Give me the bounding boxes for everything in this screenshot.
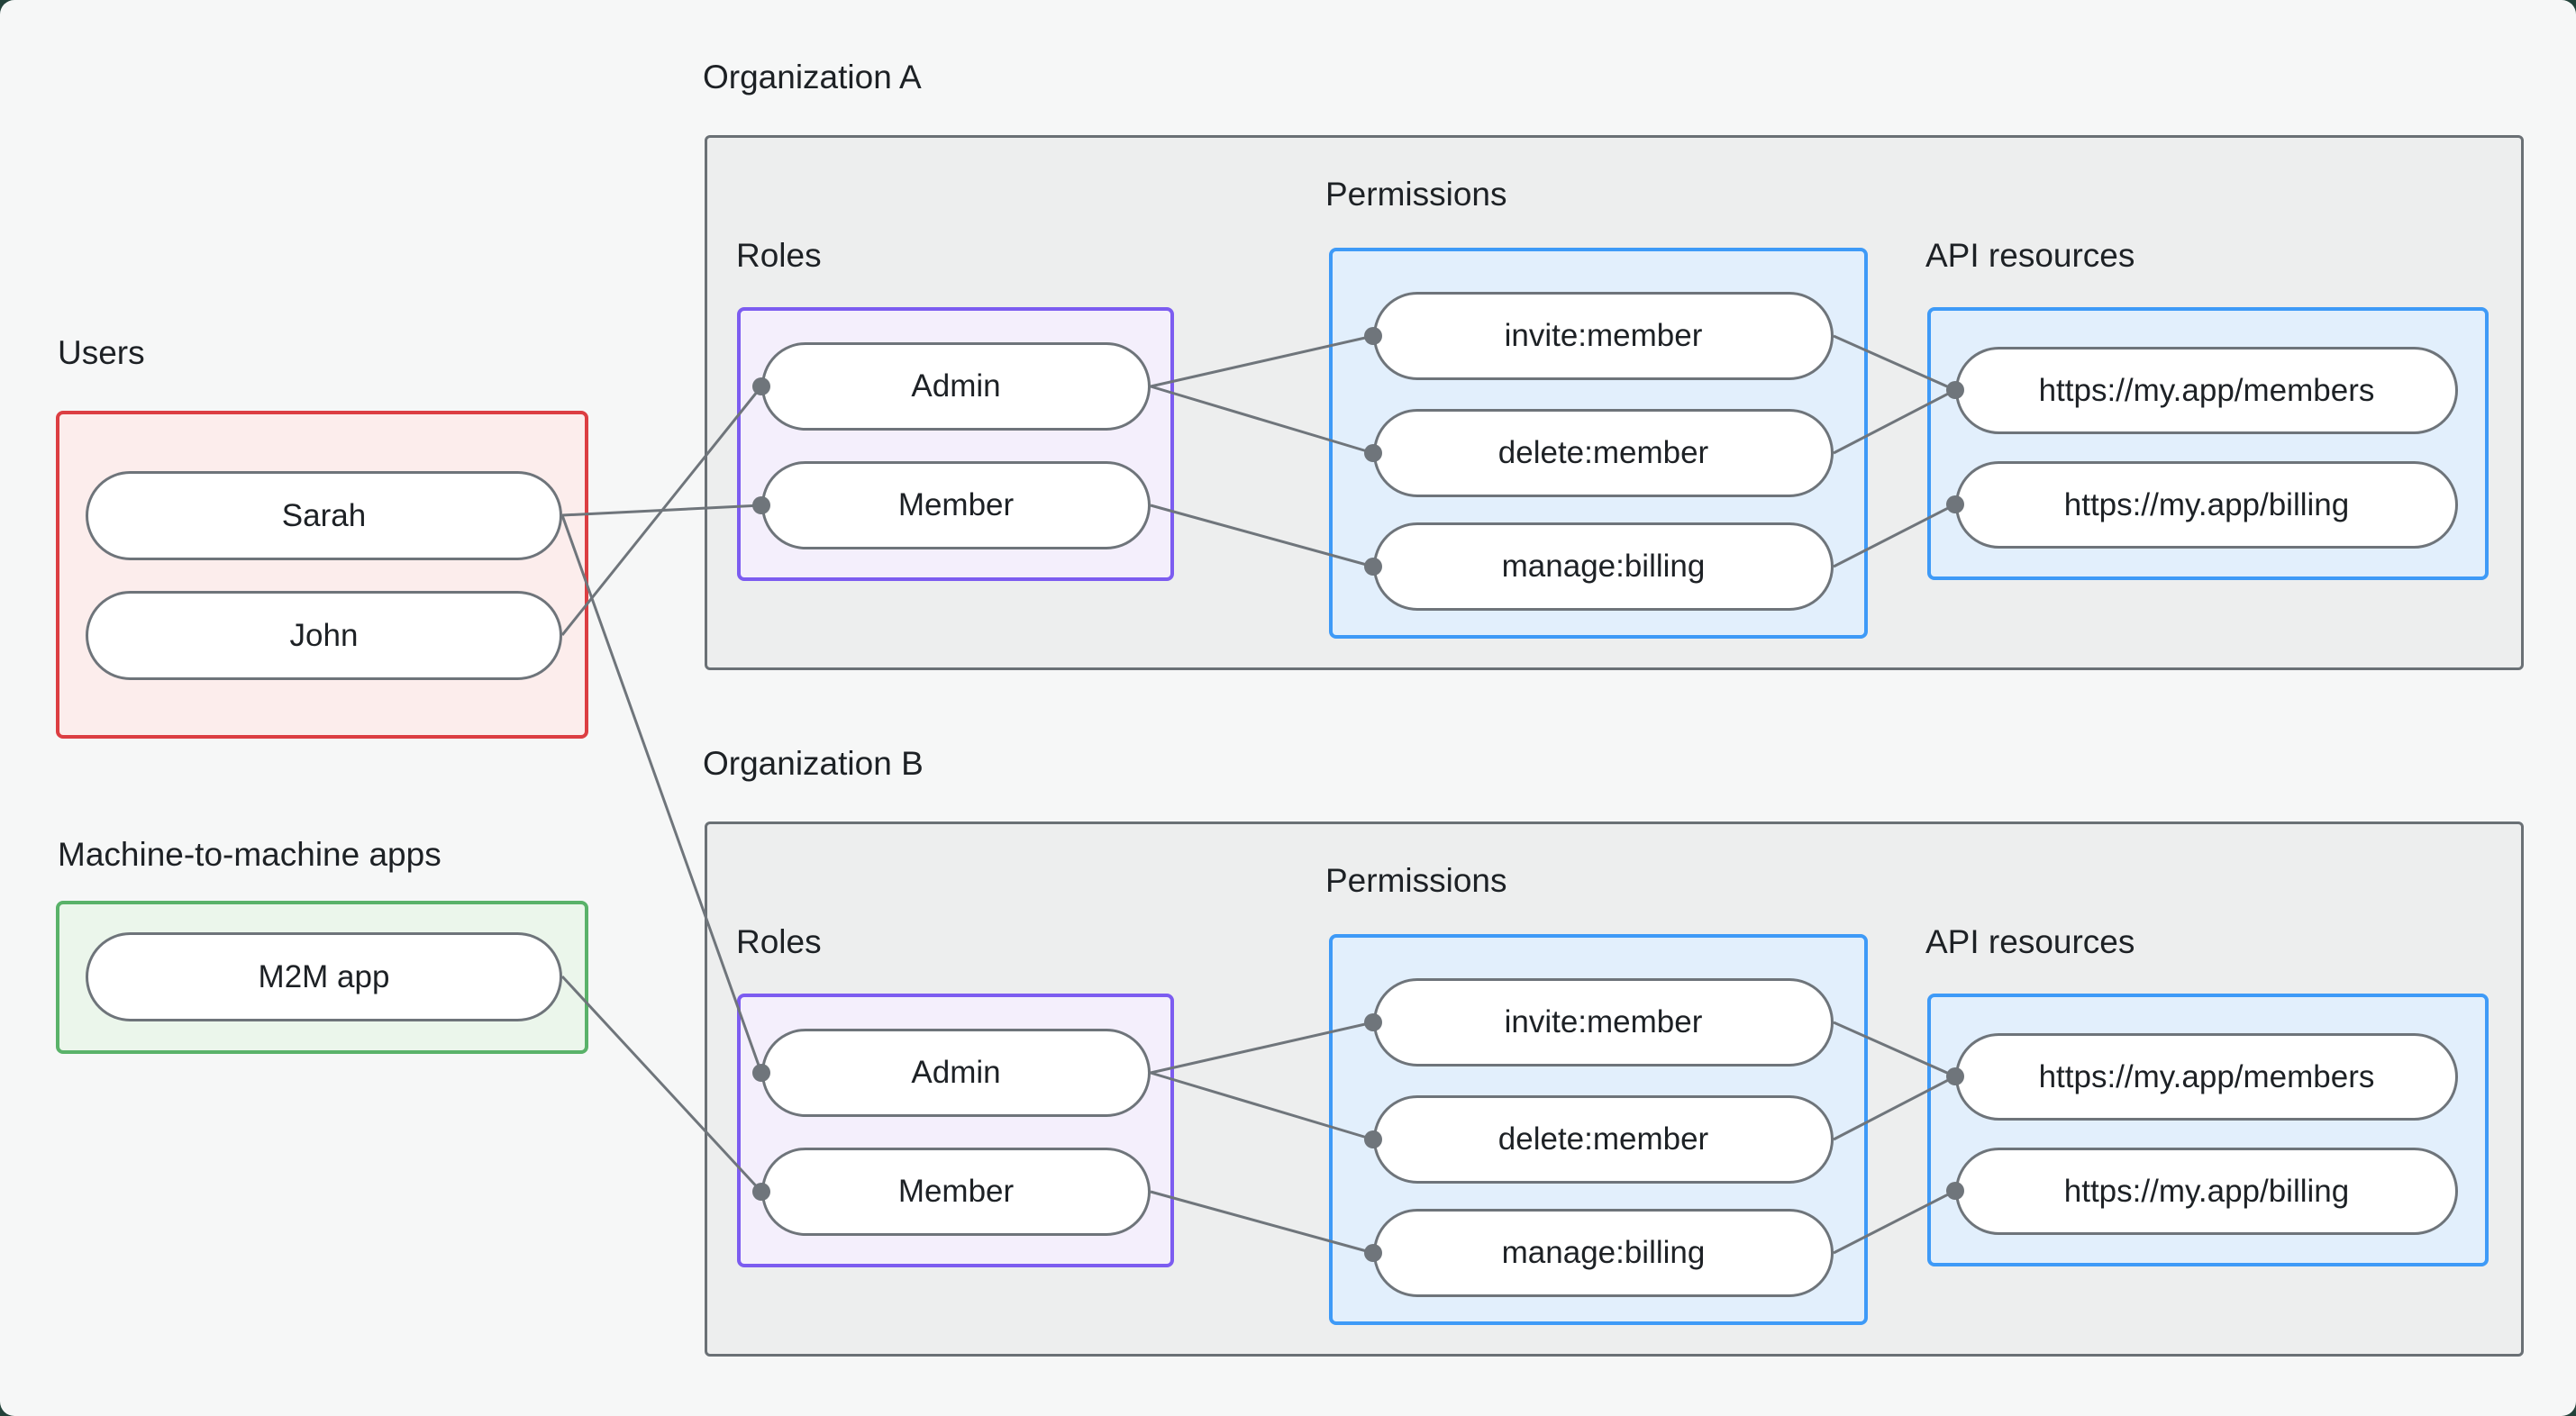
users-section-label: Users <box>58 334 145 371</box>
org-b-permission-billing: manage:billing <box>1373 1209 1834 1297</box>
org-b-role-admin: Admin <box>761 1029 1151 1117</box>
org-a-permissions-label: Permissions <box>1325 176 1507 213</box>
org-a-role-admin: Admin <box>761 342 1151 431</box>
m2m-section-label: Machine-to-machine apps <box>58 836 441 873</box>
user-node-john: John <box>86 591 562 680</box>
org-a-permission-delete: delete:member <box>1373 409 1834 497</box>
org-b-api-billing: https://my.app/billing <box>1955 1148 2458 1235</box>
org-b-permission-invite: invite:member <box>1373 978 1834 1067</box>
user-node-sarah: Sarah <box>86 471 562 560</box>
users-group-box <box>56 411 588 739</box>
org-a-permission-invite: invite:member <box>1373 292 1834 380</box>
org-b-permissions-label: Permissions <box>1325 862 1507 899</box>
org-b-api-members: https://my.app/members <box>1955 1033 2458 1121</box>
org-a-api-label: API resources <box>1925 237 2135 274</box>
org-a-roles-label: Roles <box>736 237 822 274</box>
org-b-role-member: Member <box>761 1148 1151 1236</box>
org-a-api-members: https://my.app/members <box>1955 347 2458 434</box>
org-a-role-member: Member <box>761 461 1151 549</box>
org-a-api-billing: https://my.app/billing <box>1955 461 2458 549</box>
org-b-roles-label: Roles <box>736 923 822 960</box>
org-b-api-label: API resources <box>1925 923 2135 960</box>
m2m-app-node: M2M app <box>86 932 562 1021</box>
org-b-label: Organization B <box>703 745 924 782</box>
org-b-permission-delete: delete:member <box>1373 1095 1834 1184</box>
org-a-label: Organization A <box>703 59 922 95</box>
org-a-permission-billing: manage:billing <box>1373 522 1834 611</box>
